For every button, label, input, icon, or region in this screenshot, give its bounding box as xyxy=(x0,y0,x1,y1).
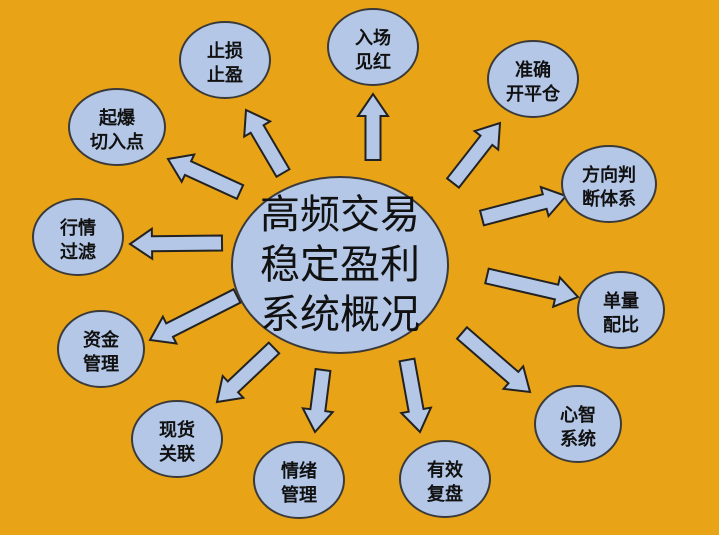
node-ellipse xyxy=(68,88,166,166)
node-ellipse xyxy=(253,441,345,519)
node-ellipse xyxy=(534,385,622,463)
node-label-line: 入场 xyxy=(355,28,391,49)
node-label-line: 方向判 xyxy=(582,164,636,186)
center-line-3: 系统概况 xyxy=(260,292,420,338)
node-label-line: 关联 xyxy=(159,443,195,465)
node-ellipse xyxy=(179,21,271,99)
center-topic: 高频交易 稳定盈利 系统概况 xyxy=(231,176,449,354)
arrow-to-breakout xyxy=(166,153,245,201)
node-ellipse xyxy=(577,271,665,349)
arrow-to-review xyxy=(398,357,433,434)
node-label-line: 断体系 xyxy=(582,188,636,210)
arrow-to-mind xyxy=(455,325,532,394)
node-ellipse xyxy=(327,8,419,86)
node-label-line: 开平仓 xyxy=(506,83,561,105)
node-layer: 止损止盈入场见红准确开平仓方向判断体系单量配比心智系统有效复盘情绪管理现货关联资… xyxy=(32,8,665,519)
node-label-line: 单量 xyxy=(603,290,639,312)
arrow-to-filter xyxy=(128,226,224,261)
node-label-line: 过滤 xyxy=(60,241,96,263)
node-label-line: 管理 xyxy=(281,484,317,506)
center-ellipse xyxy=(231,176,449,354)
node-label-line: 见红 xyxy=(355,51,391,73)
node-ellipse xyxy=(131,400,223,478)
node-label-line: 止损 xyxy=(207,40,243,62)
arrow-to-emotion xyxy=(301,367,335,434)
node-label-line: 配比 xyxy=(603,315,639,336)
node-ellipse xyxy=(487,40,579,118)
node-label-line: 切入点 xyxy=(90,131,144,153)
node-ellipse xyxy=(57,310,145,388)
node-ellipse xyxy=(32,198,124,276)
node-label-line: 情绪 xyxy=(281,460,317,482)
arrow-to-stop-loss xyxy=(243,108,291,179)
node-label-line: 行情 xyxy=(59,217,96,239)
node-label-line: 心智 xyxy=(560,404,596,426)
arrow-layer xyxy=(128,92,580,434)
arrow-to-position xyxy=(484,267,580,309)
node-label-line: 止盈 xyxy=(207,64,243,86)
node-label-line: 系统 xyxy=(560,428,596,450)
node-label-line: 管理 xyxy=(83,353,119,375)
center-line-1: 高频交易 xyxy=(260,192,420,238)
node-label-line: 现货 xyxy=(159,419,195,441)
arrow-to-spot xyxy=(215,341,281,404)
arrow-to-direction xyxy=(478,185,568,227)
node-label-line: 准确 xyxy=(515,59,551,81)
arrow-to-funds xyxy=(148,287,242,345)
arrow-to-accurate-open xyxy=(445,121,502,190)
arrow-to-entry xyxy=(356,92,390,161)
node-label-line: 资金 xyxy=(83,329,120,351)
center-line-2: 稳定盈利 xyxy=(260,242,420,288)
node-label-line: 起爆 xyxy=(98,107,136,129)
node-ellipse xyxy=(561,145,657,223)
node-ellipse xyxy=(399,440,491,518)
node-label-line: 复盘 xyxy=(426,483,463,505)
node-label-line: 有效 xyxy=(427,459,464,481)
